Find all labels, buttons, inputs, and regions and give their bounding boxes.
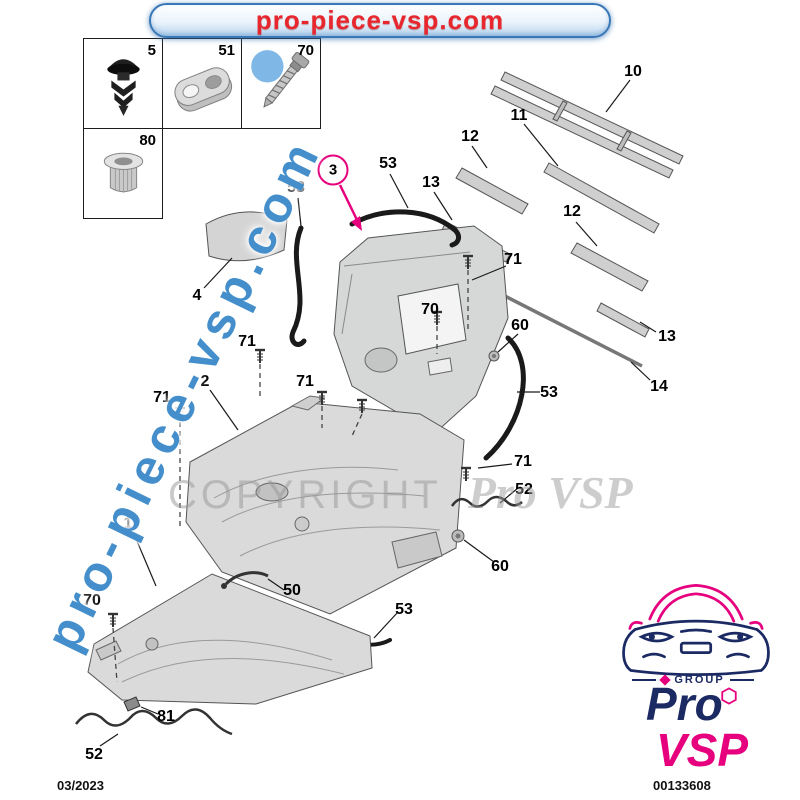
car-sketch-icon: [622, 584, 770, 677]
expansion-rivet-icon: [107, 59, 140, 116]
thumbnail-label: 5: [147, 42, 156, 59]
site-name: pro-piece-vsp.com: [255, 5, 505, 35]
logo-brand-vsp: VSP: [656, 724, 749, 776]
divider: [729, 679, 754, 681]
catalog-date: 03/2023: [57, 778, 104, 793]
thumbnail-label: 70: [297, 42, 314, 59]
thumbnail-part-51: 51: [162, 38, 242, 129]
assembly-dashed-lines: [112, 270, 469, 683]
thumbnail-part-80: 80: [83, 128, 163, 219]
logo-brand-pro: Pro: [646, 678, 723, 730]
logo-group-row: GROUP: [632, 674, 754, 686]
rivet-nut-icon: [103, 152, 144, 193]
part-50-rod: [221, 571, 269, 589]
part-12-bracket-b: [570, 242, 649, 292]
part-81-clip: [123, 696, 141, 712]
part-13-bracket-b: [596, 302, 650, 338]
highlight-arrow: [338, 184, 362, 231]
double-grommet-icon: [174, 67, 233, 112]
site-banner: pro-piece-vsp.com: [149, 3, 611, 38]
thumbnail-part-70: 70: [241, 38, 321, 129]
part-60-grommets: [451, 350, 500, 543]
logo-group-label: GROUP: [674, 674, 725, 686]
part-11-rail: [543, 162, 660, 234]
thumbnail-part-5: 5: [83, 38, 163, 129]
part-2-middle-floor: [185, 395, 465, 615]
part-14-rod: [496, 290, 643, 368]
part-12-bracket-a: [455, 167, 529, 215]
part-10-roof-rail: [490, 71, 684, 179]
part-4-panel: [205, 211, 288, 262]
hexagon-icon: [721, 687, 737, 705]
part-1-front-floor: [87, 573, 373, 705]
divider: [632, 679, 657, 681]
leader-lines: [99, 79, 657, 747]
thumbnail-label: 80: [139, 132, 156, 149]
reference-number: 00133608: [653, 778, 711, 793]
part-52-seals: [75, 495, 523, 736]
screw-icon: [251, 50, 310, 108]
provsp-logo: GROUP Pro VSP: [602, 577, 798, 792]
thumbnail-label: 51: [218, 42, 235, 59]
part-3-rear-panel: [333, 225, 509, 435]
